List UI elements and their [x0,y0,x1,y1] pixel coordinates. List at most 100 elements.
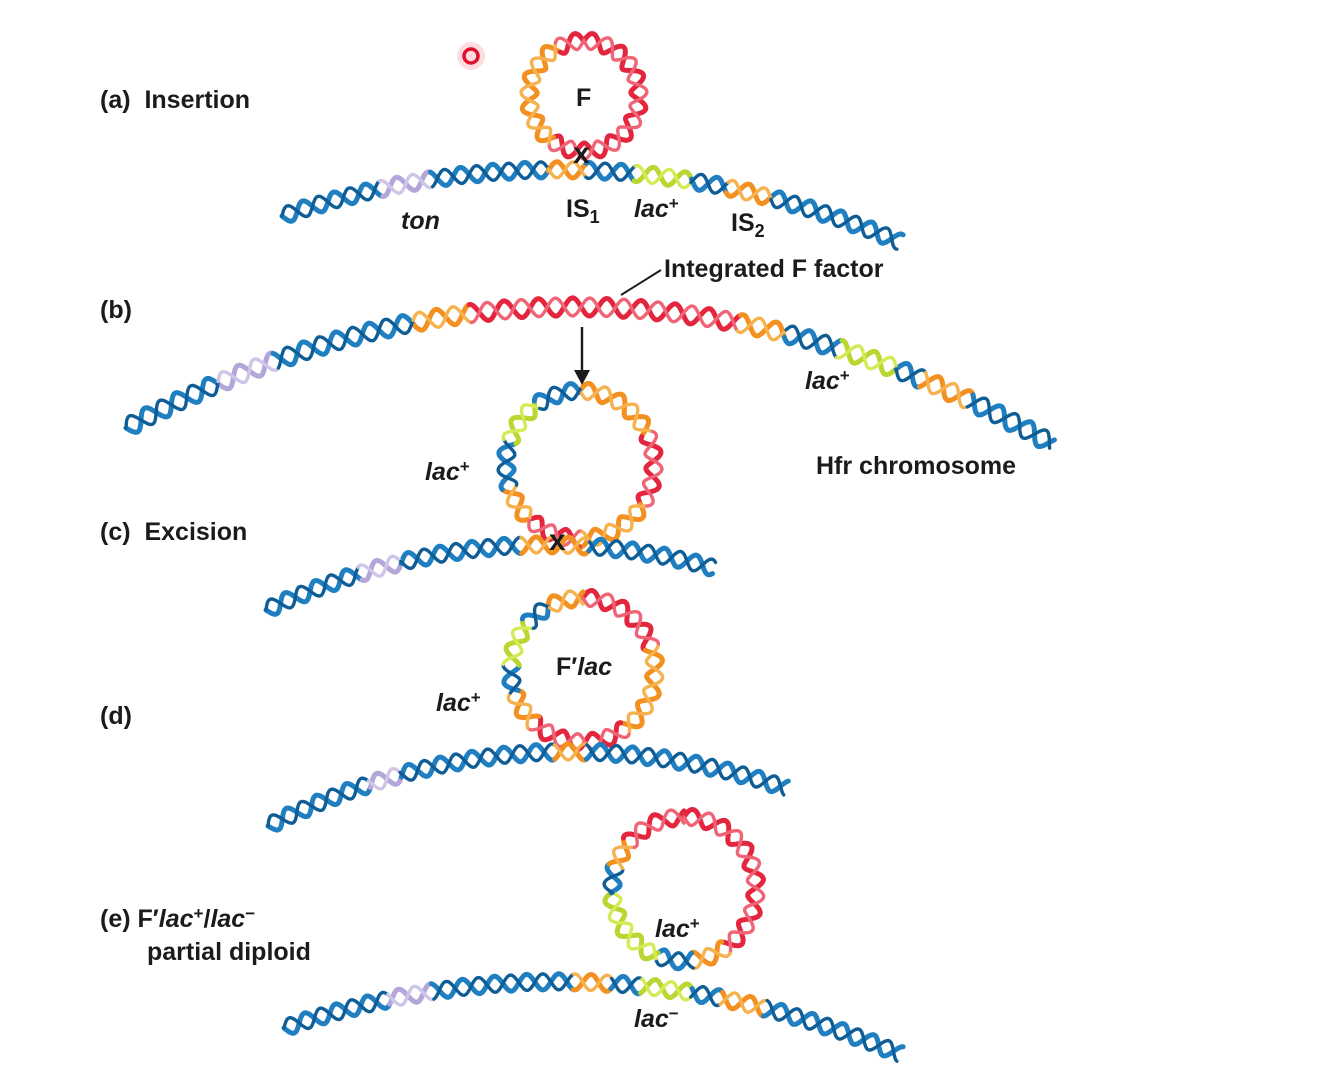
chrom-d-strand-1 [585,743,786,797]
chromosome-c [263,534,718,617]
ring-a-strand-0 [550,31,649,160]
f-prime-text: F′ [556,653,578,681]
hfr-chromosome-label: Hfr chromosome [816,452,1017,480]
ring-e-strand-0 [681,807,766,949]
chrom-a-strand-1 [689,172,731,195]
ring-d-strand-1 [501,662,522,695]
panel-a-title: Insertion [144,86,251,114]
chrom-c-strand-1 [587,539,718,573]
chrom-a-strand-1 [726,178,773,202]
panel-a-label: (a) Insertion [100,88,250,113]
panel-c-label: (c) Excision [100,520,247,545]
lac-d-sup: + [470,688,481,707]
ring-e-strand-1 [654,951,695,970]
chrom-e-strand-1 [765,999,899,1063]
is2-label: IS2 [731,211,765,241]
chrom-c-strand-1 [264,565,360,612]
ring-c-strand-1 [538,385,582,411]
integrated-f-label: Integrated F factor [664,255,884,283]
chrom-e-strand-1 [640,977,693,1002]
lac-e-chrom-sup: − [668,1004,679,1023]
chrom-b-strand-1 [735,316,788,342]
f-prime-lac-label: F′lac [556,655,612,680]
chrom-c-strand-1 [519,535,592,555]
panel-d-tag: (d) [100,702,132,730]
chrom-d-strand-1 [398,742,557,782]
chrom-b-strand-0 [270,313,417,368]
chrom-e-strand-0 [387,981,434,1007]
ring-c-strand-1 [496,437,519,487]
chrom-a-strand-1 [633,163,693,190]
lac-b-sup: + [839,366,850,385]
chrom-c-strand-1 [399,535,523,570]
ring-d-strand-0 [519,602,551,622]
chromosome-d [265,741,791,833]
chrom-e-strand-1 [386,984,436,1007]
chrom-b-strand-1 [469,296,740,333]
chrom-e-strand-0 [638,977,695,1001]
ring-d-strand-0 [618,647,665,730]
ring-c-strand-0 [496,441,519,492]
panel-b-tag: (b) [100,296,132,324]
ring-a-strand-1 [547,36,649,161]
is1-subscript: 1 [589,207,600,227]
lac-c-sup: + [459,457,470,476]
chromosome-e [281,971,906,1063]
chrom-a-strand-1 [546,160,588,180]
chrom-e-strand-1 [689,985,722,1008]
panel-e-sup: + [193,904,204,923]
hfr-chromosome-b [123,295,1057,450]
chrom-e-strand-0 [720,989,766,1019]
chrom-e-strand-1 [282,990,390,1031]
lac-plus-c-label: lac+ [425,457,470,485]
ring-d-strand-1 [526,723,631,751]
ring-c-strand-0 [576,501,647,550]
ring-a-strand-1 [519,41,558,145]
panel-c-title: Excision [144,518,248,546]
chrom-a-strand-0 [279,181,386,224]
ring-c-strand-0 [499,487,531,523]
panel-c-tag: (c) [100,518,131,546]
ring-d-strand-1 [531,602,552,630]
ring-d-strand-1 [506,691,533,730]
panel-e-line2: partial diploid [147,938,311,966]
crossover-a-mark: x [573,137,590,170]
chrom-a-strand-1 [769,194,899,251]
ring-e-strand-0 [604,861,623,896]
chrom-b-strand-0 [893,360,923,390]
lac-d-text: lac [436,689,471,717]
ring-e-strand-1 [691,946,732,970]
chrom-e-strand-0 [689,986,726,1005]
chrom-b-strand-1 [965,396,1052,450]
chromosome-a [279,159,906,251]
ring-c-strand-0 [508,398,538,446]
chrom-e-strand-1 [572,972,614,993]
f-plasmid-label: F [576,84,592,112]
chrom-a-strand-1 [377,172,435,195]
ring-e-strand-1 [682,811,766,956]
ring-e-strand-1 [602,866,625,895]
ring-e-strand-0 [602,890,661,962]
chrom-b-strand-0 [970,392,1057,449]
chrom-b-strand-1 [923,370,969,410]
chrom-d-strand-1 [266,776,370,828]
chrom-e-strand-1 [432,972,576,1001]
chrom-e-strand-0 [281,993,393,1036]
lac-e-chrom-text: lac [634,1005,669,1033]
panel-e-slash: / [203,905,211,933]
chrom-b-strand-1 [784,324,839,360]
ring-c-strand-1 [501,403,542,442]
panel-e-sup2: − [245,904,256,923]
chrom-b-strand-1 [276,317,415,370]
chrom-a-strand-0 [689,174,729,196]
chrom-c-strand-0 [519,534,592,557]
ring-e-strand-0 [689,939,725,967]
ring-e-strand-1 [612,845,637,871]
chrom-e-strand-1 [718,991,769,1014]
lac-plus-d-label: lac+ [436,688,481,717]
chrom-b-strand-0 [738,312,787,340]
chrom-b-strand-1 [411,305,474,329]
chrom-b-strand-1 [124,379,220,430]
chrom-b-strand-0 [917,374,976,403]
